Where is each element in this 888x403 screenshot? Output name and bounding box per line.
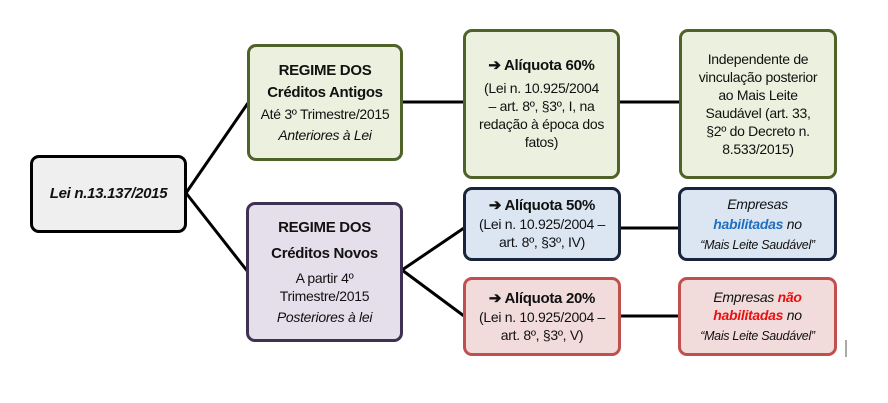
r60-line: ao Mais Leite <box>718 87 798 103</box>
aliquota-50-box: ➔ Alíquota 50% (Lei n. 10.925/2004 – art… <box>463 187 621 261</box>
connector-root-antigos <box>184 102 250 194</box>
novos-note: Posteriores à lei <box>276 308 373 325</box>
a60-line: redação à época dos <box>478 116 605 132</box>
novos-period1: A partir 4º <box>295 269 354 286</box>
connector-novos-50 <box>401 226 465 272</box>
r20-post: no <box>783 307 802 323</box>
a50-line: art. 8º, §3º, IV) <box>498 234 586 250</box>
novos-box: REGIME DOS Créditos Novos A partir 4º Tr… <box>246 202 403 342</box>
r50-highlight: habilitadas <box>713 215 784 232</box>
a20-line: art. 8º, §3º, V) <box>500 326 584 343</box>
connector-novos-20 <box>401 268 465 318</box>
aliquota-20-box: ➔ Alíquota 20% (Lei n. 10.925/2004 – art… <box>463 277 621 356</box>
antigos-note: Anteriores à Lei <box>278 126 372 143</box>
antigos-title2: Créditos Antigos <box>267 83 383 101</box>
r60-line: Saudável (art. 33, <box>705 105 811 121</box>
a60-title: ➔ Alíquota 60% <box>488 57 595 74</box>
antigos-title1: REGIME DOS <box>278 61 372 79</box>
novos-period2: Trimestre/2015 <box>279 287 370 304</box>
a20-line: (Lei n. 10.925/2004 – <box>478 308 606 325</box>
root-label: Lei n.13.137/2015 <box>49 185 168 202</box>
r50-post: no <box>783 215 802 232</box>
r50-program: “Mais Leite Saudável” <box>700 237 815 252</box>
a60-line: (Lei n. 10.925/2004 <box>484 80 599 96</box>
a60-line: – art. 8º, §3º, I, na <box>488 98 595 114</box>
a50-line: (Lei n. 10.925/2004 – <box>478 216 606 232</box>
a50-title: ➔ Alíquota 50% <box>488 197 596 214</box>
novos-title2: Créditos Novos <box>271 244 378 262</box>
habilitadas-box: Empresas habilitadas no “Mais Leite Saud… <box>678 187 837 261</box>
r20-pre: Empresas <box>713 289 778 305</box>
a60-line: fatos) <box>524 134 559 150</box>
independente-box: Independente de vinculação posterior ao … <box>679 29 837 179</box>
novos-title1: REGIME DOS <box>278 218 371 236</box>
a20-title: ➔ Alíquota 20% <box>488 289 596 307</box>
r60-line: Independente de <box>707 51 809 67</box>
connector-root-novos <box>184 192 250 273</box>
r50-pre: Empresas <box>727 195 788 212</box>
r20-highlight-nao: não <box>777 289 802 305</box>
aliquota-60-box: ➔ Alíquota 60% (Lei n. 10.925/2004 – art… <box>463 29 620 179</box>
r20-highlight: habilitadas <box>713 307 784 323</box>
nao-habilitadas-box: Empresas não habilitadas no “Mais Leite … <box>678 277 837 356</box>
r60-line: §2º do Decreto n. <box>706 123 810 139</box>
root-box: Lei n.13.137/2015 <box>30 155 187 233</box>
r20-program: “Mais Leite Saudável” <box>700 329 815 343</box>
antigos-period: Até 3º Trimestre/2015 <box>260 105 390 122</box>
r60-line: vinculação posterior <box>698 69 818 85</box>
antigos-box: REGIME DOS Créditos Antigos Até 3º Trime… <box>247 44 403 161</box>
r60-line: 8.533/2015) <box>722 141 794 157</box>
